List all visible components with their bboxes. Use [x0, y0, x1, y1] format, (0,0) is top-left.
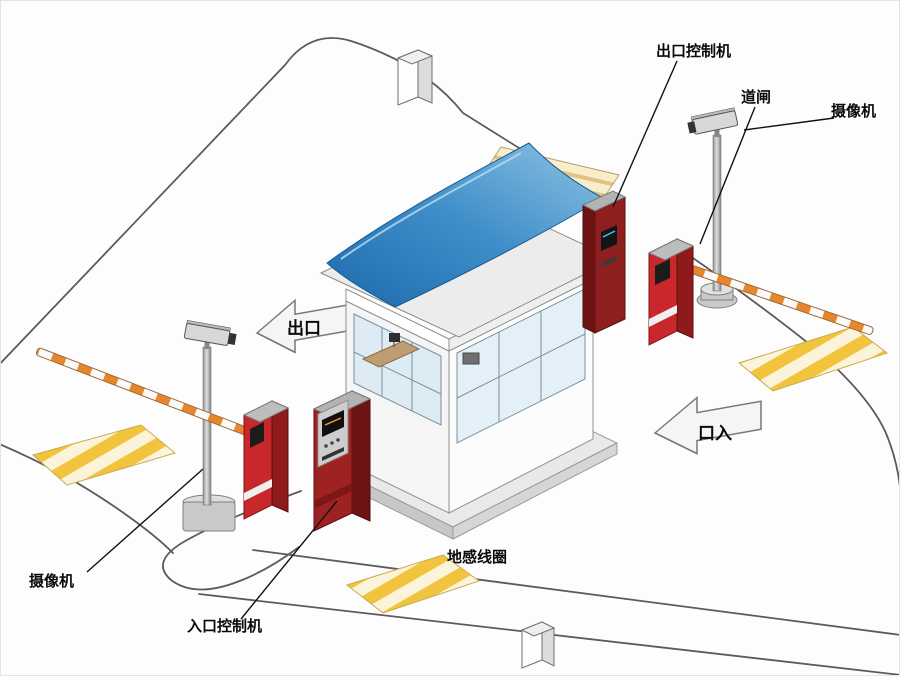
- screen-glint: [602, 230, 616, 238]
- label-entrance-arrow: 口入: [698, 424, 732, 444]
- camera-left-unit: [183, 320, 237, 346]
- exit-machine-top: [581, 190, 627, 212]
- barrier-machine-left-band: [244, 479, 272, 501]
- barrier-machine-right-band: [649, 305, 677, 327]
- entrance-direction-arrow: [653, 396, 762, 455]
- entrance-control-machine: [312, 390, 372, 532]
- barrier-arm-left: [35, 347, 250, 436]
- barrier-machine-right-top: [647, 238, 695, 261]
- camera-right-unit: [687, 107, 739, 135]
- box-top: [396, 49, 434, 65]
- ground-loop-pad-left: [31, 424, 177, 486]
- label-camera-left: 摄像机: [29, 572, 74, 590]
- card-slot: [322, 447, 344, 461]
- road-edge-bottom-inner: [252, 549, 899, 636]
- camera-mount-right: [714, 127, 720, 137]
- pole-left: [202, 346, 212, 506]
- label-entrance-machine: 入口控制机: [187, 617, 262, 635]
- keypad-button: [330, 441, 334, 445]
- exit-control-machine: [581, 190, 627, 334]
- entrance-machine-stripe: [314, 483, 352, 509]
- exit-machine-slot: [601, 256, 617, 267]
- barrier-arm-left-beam: [35, 347, 250, 436]
- label-exit-arrow: 出口: [287, 318, 321, 339]
- camera-pole-left: [182, 320, 237, 532]
- keypad-button: [324, 444, 328, 448]
- bollard-box-top: [396, 49, 434, 106]
- camera-lens-icon: [227, 332, 237, 345]
- road-edge-right: [676, 246, 899, 487]
- booth-interior-unit: [462, 352, 480, 365]
- pole-base-left: [182, 501, 236, 532]
- pole-right: [712, 134, 722, 292]
- road-edge-left-lower: [1, 443, 174, 554]
- road-outline: [1, 37, 899, 675]
- label-ground-loop: 地感线圈: [447, 548, 507, 566]
- ground-loop-pad-bottom: [345, 554, 481, 614]
- ground-loop-pad-right: [737, 326, 889, 392]
- entrance-machine-screen: [322, 410, 344, 437]
- leader-exit-machine: [612, 60, 678, 208]
- screen-text-glint: [324, 417, 342, 426]
- booth-interior-monitor: [389, 333, 400, 342]
- barrier-machine-right-screen: [655, 259, 670, 285]
- camera-mount-left: [204, 339, 210, 349]
- entrance-machine-side: [351, 390, 371, 522]
- leader-camera-right: [743, 117, 835, 131]
- label-barrier-gate: 道闸: [741, 88, 771, 106]
- exit-machine-front: [594, 196, 626, 334]
- leader-lines: [86, 60, 835, 620]
- label-camera-right: 摄像机: [831, 102, 876, 120]
- barrier-machine-right-side: [676, 238, 694, 339]
- barrier-machine-left-side: [271, 400, 289, 513]
- barrier-machine-left-top: [242, 400, 290, 423]
- window-rail: [456, 333, 586, 399]
- road-edge-top-left: [1, 37, 592, 365]
- guard-booth: [319, 142, 619, 540]
- keypad-button: [336, 438, 340, 442]
- booth-platform-right: [452, 442, 618, 540]
- leader-entrance-machine: [240, 500, 338, 620]
- entrance-arrow-shape: [653, 396, 762, 455]
- box-top: [520, 621, 556, 637]
- barrier-gate-right: [647, 238, 874, 346]
- label-exit-machine: 出口控制机: [656, 42, 731, 60]
- bollard-box-bottom: [520, 621, 556, 669]
- leader-camera-left: [86, 468, 204, 573]
- barrier-machine-left-screen: [250, 422, 264, 448]
- canopy-highlight: [340, 152, 522, 260]
- exit-machine-side: [582, 204, 596, 334]
- camera-pole-right: [687, 107, 739, 309]
- booth-interior-desk: [361, 340, 421, 368]
- barrier-gate-left: [35, 347, 290, 520]
- camera-lens-icon: [687, 121, 697, 134]
